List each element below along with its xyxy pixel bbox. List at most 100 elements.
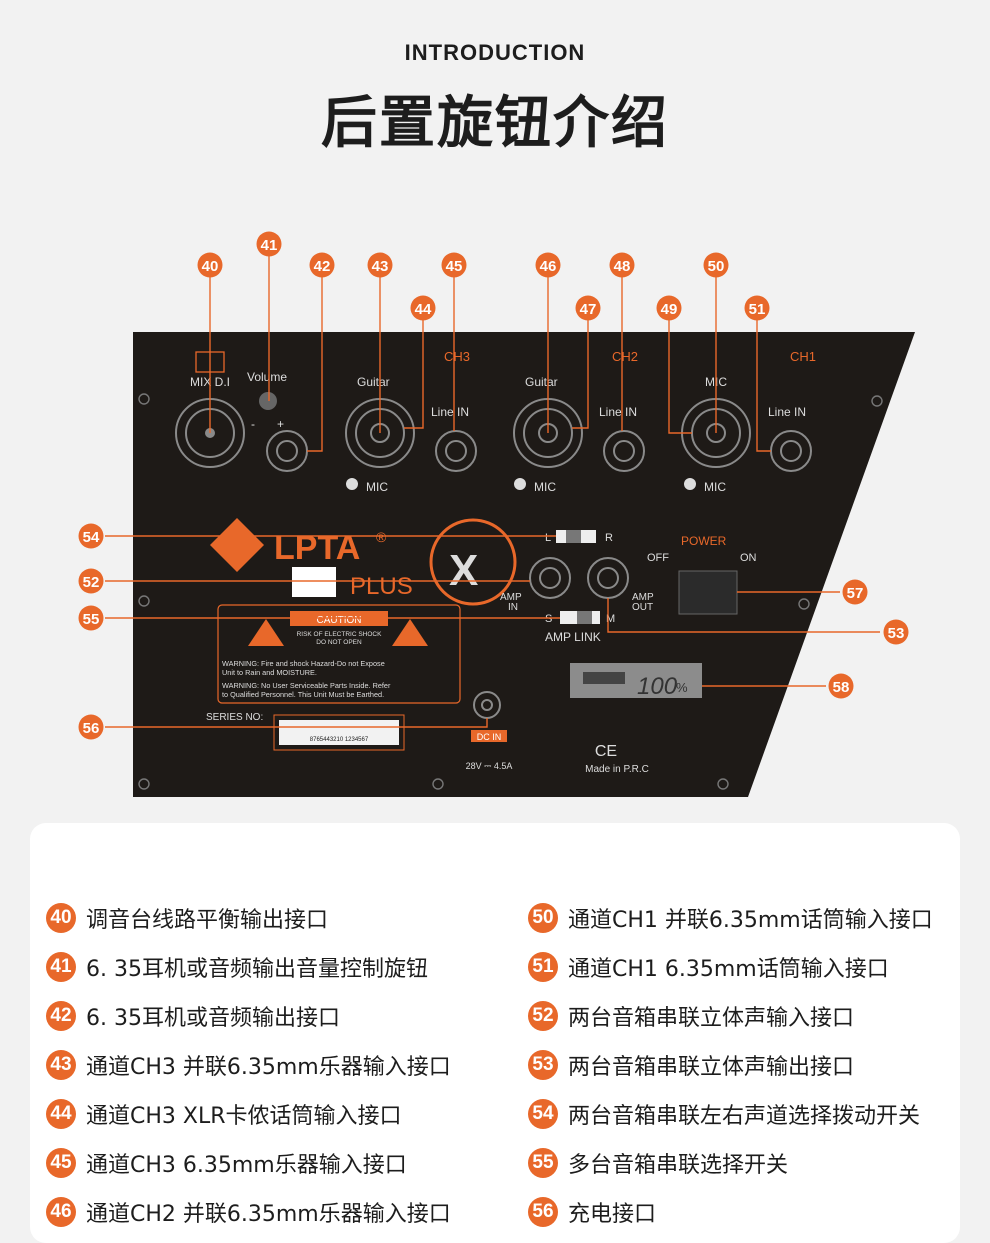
legend-text: 6. 35耳机或音频输出音量控制旋钮 [86, 956, 428, 982]
callout-43: 43 [367, 252, 393, 278]
legend-text: 两台音箱串联立体声输入接口 [568, 1005, 855, 1031]
barcode-frame [273, 714, 405, 751]
leader-lines [105, 256, 880, 728]
legend-number: 40 [46, 902, 76, 933]
callout-51: 51 [744, 295, 770, 321]
callout-56: 56 [78, 714, 104, 740]
ch1-label: CH1 [790, 349, 816, 364]
barcode [279, 720, 399, 745]
ch3-guitar-label: Guitar [357, 375, 390, 389]
ch2-label: CH2 [612, 349, 638, 364]
caution-title: CAUTION [317, 615, 362, 626]
legend-item: 40 调音台线路平衡输出接口 [46, 893, 451, 942]
svg-text:44: 44 [415, 301, 432, 318]
legend-item: 42 6. 35耳机或音频输出接口 [46, 991, 451, 1040]
callout-markers: 40 41 42 43 44 45 46 47 48 49 50 51 52 5… [78, 231, 909, 740]
legend-text: 通道CH1 6.35mm话筒输入接口 [568, 956, 889, 982]
svg-text:58: 58 [833, 679, 850, 696]
legend-number: 51 [528, 951, 558, 982]
ch2-line-in-label: Line IN [599, 405, 637, 419]
callout-46: 46 [535, 252, 561, 278]
amp-link-label: AMP LINK [545, 630, 601, 644]
power-off-label: OFF [647, 552, 669, 564]
ch2-mic-label: MIC [534, 480, 556, 494]
callout-57: 57 [842, 579, 868, 605]
legend-number: 55 [528, 1147, 558, 1178]
brand-name: LPTA [274, 529, 360, 567]
legend-number: 42 [46, 1000, 76, 1031]
exclamation-warning-icon [392, 619, 428, 646]
amp-in-label-1: AMP [500, 592, 522, 603]
panel-body [133, 332, 915, 797]
page-title: 后置旋钮介绍 [321, 91, 669, 156]
svg-text:52: 52 [83, 574, 100, 591]
brand-logo-icon [210, 518, 264, 572]
callout-54: 54 [78, 523, 104, 549]
power-on-label: ON [740, 552, 757, 564]
legend-text: 两台音箱串联立体声输出接口 [568, 1054, 855, 1080]
svg-text:56: 56 [83, 720, 100, 737]
svg-text:45: 45 [446, 258, 463, 275]
callout-42: 42 [309, 252, 335, 278]
legend-number: 46 [46, 1196, 76, 1227]
callout-55: 55 [78, 605, 104, 631]
legend-text: 充电接口 [568, 1201, 657, 1227]
legend-item: 52 两台音箱串联立体声输入接口 [528, 991, 933, 1040]
ch1-mic-label: MIC [704, 480, 726, 494]
x-logo-icon [429, 518, 517, 606]
series-no-label: SERIES NO: [206, 712, 263, 723]
warning-1b: Unit to Rain and MOISTURE. [222, 668, 317, 677]
barcode-number: 8765443210 1234567 [310, 737, 369, 743]
legend-text: 通道CH3 6.35mm乐器输入接口 [86, 1152, 407, 1178]
ch3-mic-label: MIC [366, 480, 388, 494]
callout-53: 53 [883, 619, 909, 645]
ch1-line-in-label: Line IN [768, 405, 806, 419]
volume-knob[interactable] [259, 392, 277, 410]
legend-number: 52 [528, 1000, 558, 1031]
svg-text:51: 51 [749, 301, 766, 318]
svg-text:57: 57 [847, 585, 864, 602]
callout-48: 48 [609, 252, 635, 278]
callout-41: 41 [256, 231, 282, 257]
callout-40: 40 [197, 252, 223, 278]
dc-in-label: DC IN [477, 732, 502, 742]
mic-icons [346, 478, 696, 490]
warning-1a: WARNING: Fire and shock Hazard-Do not Ex… [222, 659, 385, 668]
dc-spec: 28V ⎓ 4.5A [466, 761, 513, 771]
power-switch[interactable] [678, 570, 738, 615]
svg-text:41: 41 [261, 237, 278, 254]
svg-text:X: X [449, 546, 478, 595]
svg-text:54: 54 [83, 529, 100, 546]
callout-44: 44 [410, 295, 436, 321]
ch2-guitar-label: Guitar [525, 375, 558, 389]
callout-50: 50 [703, 252, 729, 278]
switch-s-label: S [545, 613, 552, 625]
svg-text:49: 49 [661, 301, 678, 318]
legend-number: 45 [46, 1147, 76, 1178]
callout-58: 58 [828, 673, 854, 699]
callout-47: 47 [575, 295, 601, 321]
ch3-label: CH3 [444, 349, 470, 364]
caution-box [217, 604, 461, 704]
legend-number: 43 [46, 1049, 76, 1080]
made-in-label: Made in P.R.C [585, 764, 649, 775]
legend-text: 6. 35耳机或音频输出接口 [86, 1005, 340, 1031]
panel-screws [138, 393, 883, 790]
legend-text: 调音台线路平衡输出接口 [86, 907, 329, 933]
volume-plus: + [277, 417, 284, 431]
page-subtitle: INTRODUCTION [404, 40, 586, 65]
amp-in-label-2: IN [508, 602, 518, 613]
svg-text:40: 40 [202, 258, 219, 275]
svg-text:43: 43 [372, 258, 389, 275]
legend-number: 50 [528, 902, 558, 933]
